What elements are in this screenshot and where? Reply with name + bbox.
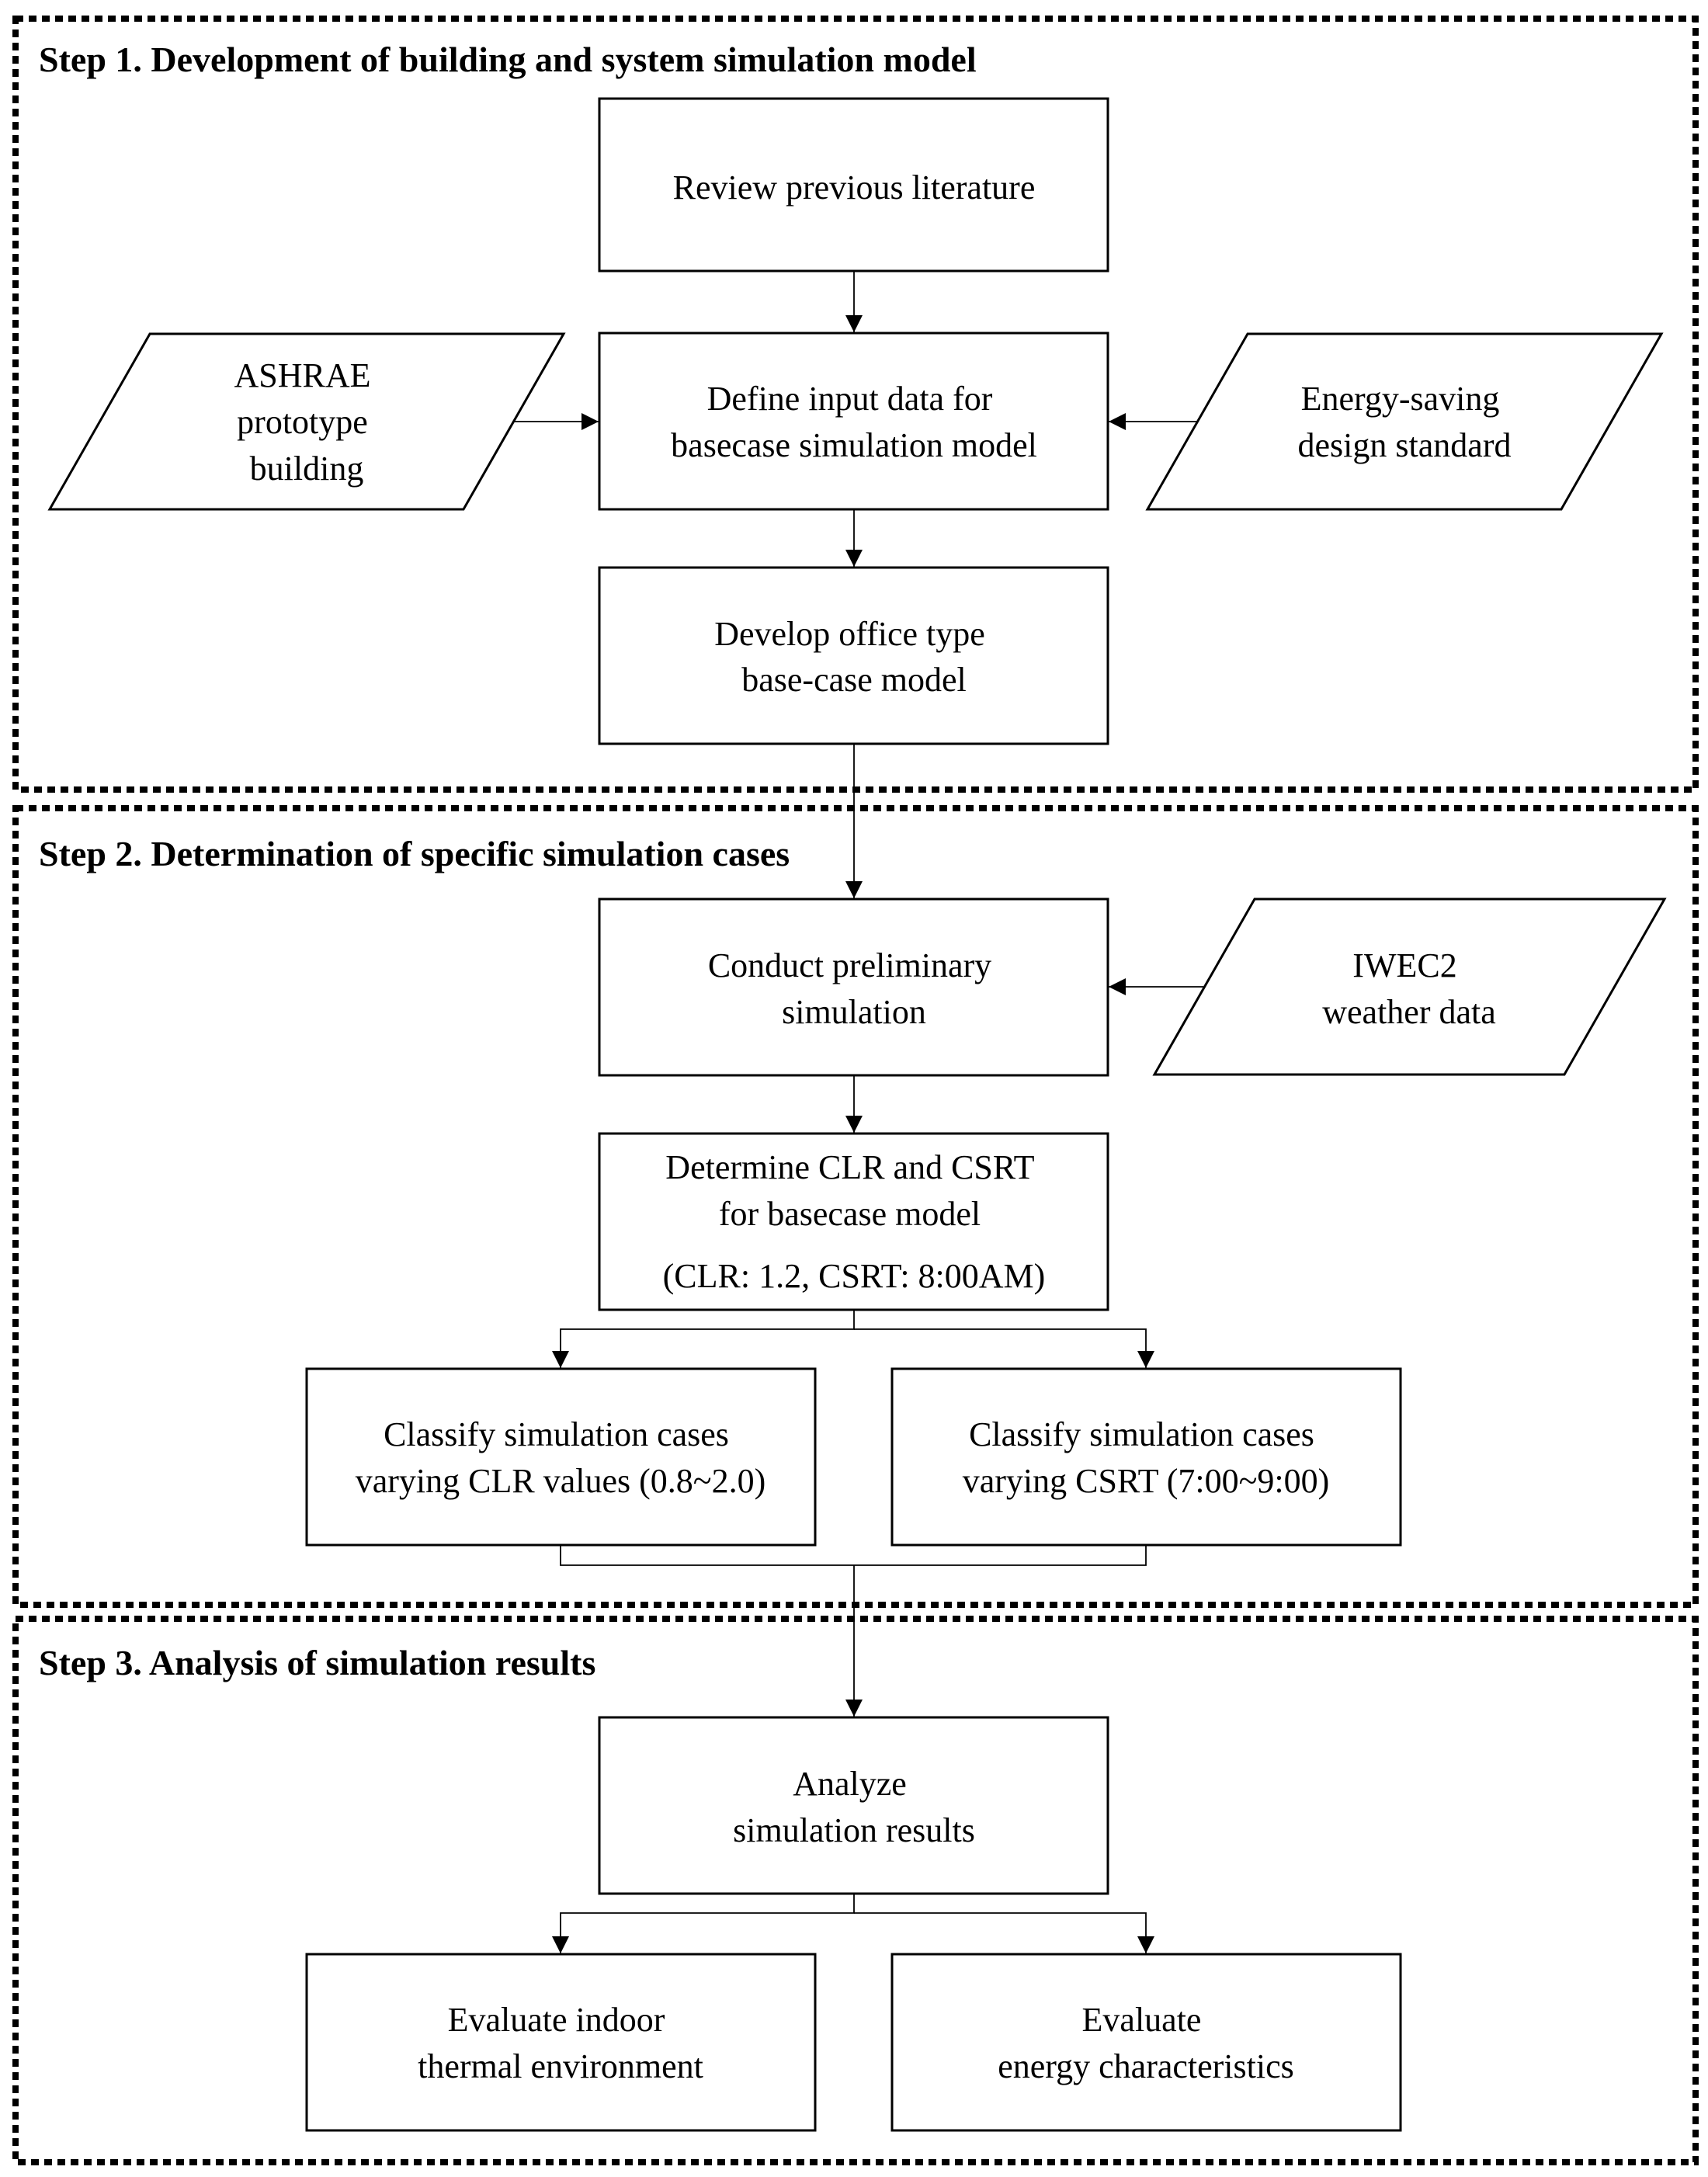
review-literature-box [598, 97, 1109, 273]
classify-clr-box [305, 1367, 817, 1547]
split-determine-to-classify-csrt [854, 1328, 1154, 1368]
develop-basecase-label: Develop office type base-case model [714, 615, 994, 699]
split-analyze-to-evaluate [552, 1894, 855, 1953]
evaluate-energy-box [890, 1953, 1402, 2132]
classify-csrt-box [890, 1367, 1402, 1547]
energy-saving-standard-input [1145, 332, 1664, 511]
step-3-frame [12, 1616, 1699, 2165]
analyze-results-box [598, 1716, 1109, 1895]
classify-csrt-label: Classify simulation cases varying CSRT (… [963, 1415, 1330, 1500]
conduct-preliminary-box [598, 898, 1109, 1077]
review-literature-label: Review previous literature [673, 168, 1036, 207]
ashrae-prototype-input [47, 332, 566, 511]
split-determine-to-classify [552, 1310, 855, 1368]
define-input-box [598, 332, 1109, 511]
step-3-title: Step 3. Analysis of simulation results [39, 1643, 595, 1682]
step-2-title: Step 2. Determination of specific simula… [39, 834, 790, 873]
energy-saving-standard-label: Energy-saving design standard [1298, 380, 1512, 464]
iwec2-weather-input [1152, 898, 1667, 1076]
split-analyze-to-evaluate-energy [854, 1912, 1154, 1953]
merge-classify-to-analyze [560, 1545, 1147, 1566]
evaluate-thermal-box [305, 1953, 817, 2132]
classify-clr-label: Classify simulation cases varying CLR va… [356, 1415, 766, 1500]
ashrae-prototype-label: ASHRAE prototype building [234, 356, 379, 488]
step-2-frame [12, 805, 1699, 1608]
step-1-title: Step 1. Development of building and syst… [39, 40, 977, 79]
develop-basecase-box [598, 566, 1109, 745]
analyze-results-label: Analyze simulation results [733, 1765, 975, 1849]
conduct-preliminary-label: Conduct preliminary simulation [708, 946, 1000, 1031]
evaluate-energy-label: Evaluate energy characteristics [998, 2001, 1294, 2085]
iwec2-weather-label: IWEC2 weather data [1322, 946, 1496, 1031]
determine-clr-csrt-label: Determine CLR and CSRT for basecase mode… [663, 1148, 1046, 1295]
evaluate-thermal-label: Evaluate indoor thermal environment [418, 2001, 703, 2085]
step-1-frame [12, 16, 1699, 793]
define-input-label: Define input data for basecase simulatio… [671, 380, 1037, 464]
